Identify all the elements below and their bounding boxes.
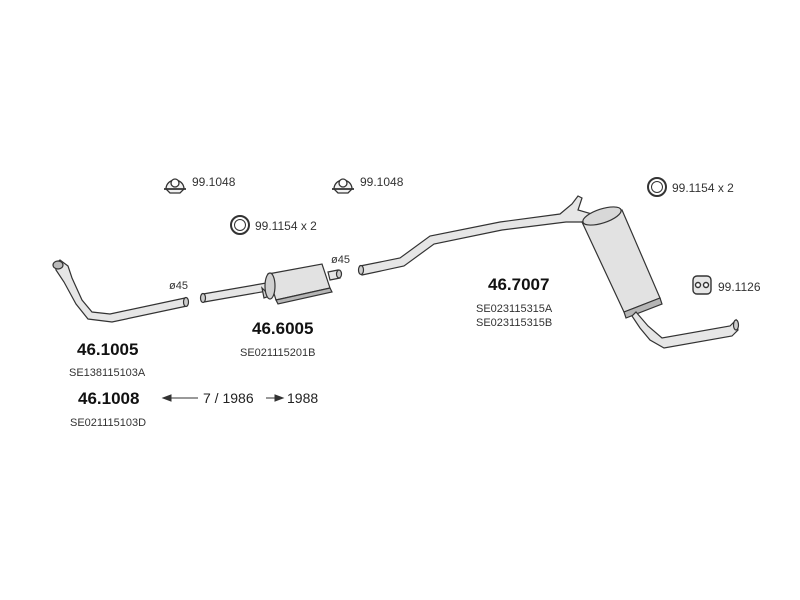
ring-icon xyxy=(230,215,250,235)
hanger-icon xyxy=(692,275,712,295)
date-arrows xyxy=(161,394,285,402)
date-to: 1988 xyxy=(287,390,319,406)
ring-1-part-number: 99.1154 x 2 xyxy=(255,219,317,233)
front-pipe-oe: SE138115103A xyxy=(69,367,146,379)
hanger-part-number: 99.1126 xyxy=(718,280,761,294)
middle-silencer-diameter: ø45 xyxy=(331,254,350,266)
ring-icon xyxy=(647,177,667,197)
middle-silencer-drawing xyxy=(199,263,343,305)
alt-front-pipe-part-number: 46.1008 xyxy=(78,389,140,408)
middle-silencer-oe: SE021115201B xyxy=(240,347,316,359)
alt-front-pipe-oe: SE021115103D xyxy=(70,417,147,429)
rear-silencer-oe-1: SE023115315A xyxy=(476,303,553,315)
clamp-1-part-number: 99.1048 xyxy=(192,175,236,189)
ring-2-part-number: 99.1154 x 2 xyxy=(672,181,734,195)
rear-silencer-drawing xyxy=(357,195,740,349)
clamp-icon xyxy=(332,178,354,194)
middle-silencer-part-number: 46.6005 xyxy=(252,319,314,338)
clamp-2-part-number: 99.1048 xyxy=(360,175,404,189)
rear-silencer-part-number: 46.7007 xyxy=(488,275,550,294)
front-pipe-drawing xyxy=(52,259,190,323)
front-pipe-part-number: 46.1005 xyxy=(77,340,139,359)
front-pipe-diameter: ø45 xyxy=(169,280,188,292)
clamp-icon xyxy=(164,178,186,194)
date-from: 7 / 1986 xyxy=(203,390,254,406)
rear-silencer-oe-2: SE023115315B xyxy=(476,317,553,329)
